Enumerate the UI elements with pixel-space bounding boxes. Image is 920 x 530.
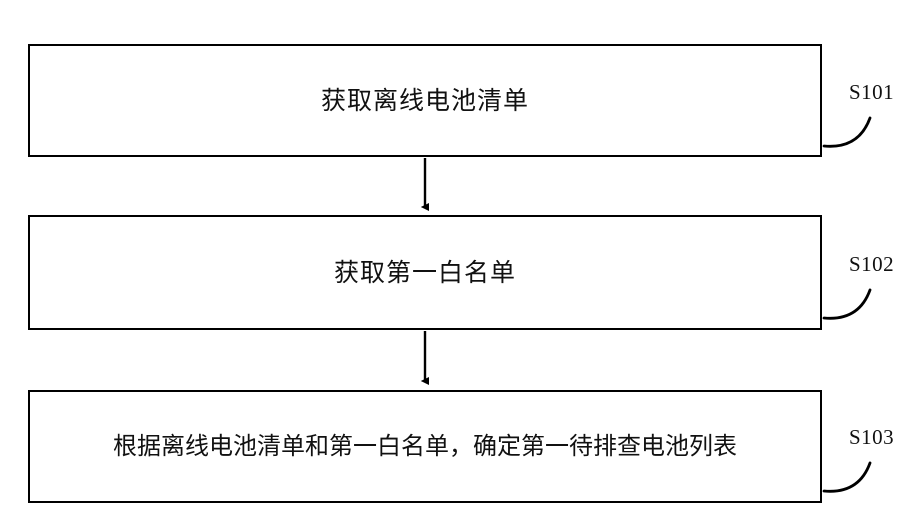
process-box-s101[interactable]: 获取离线电池清单 bbox=[28, 44, 822, 157]
process-box-s103-label: 根据离线电池清单和第一白名单，确定第一待排查电池列表 bbox=[113, 432, 737, 461]
step-tag-s101: S101 bbox=[849, 80, 895, 104]
leader-line-s103 bbox=[822, 461, 872, 493]
step-tag-s103: S103 bbox=[849, 425, 895, 449]
process-box-s101-label: 获取离线电池清单 bbox=[320, 85, 529, 115]
leader-line-s102 bbox=[822, 288, 872, 320]
process-box-s103[interactable]: 根据离线电池清单和第一白名单，确定第一待排查电池列表 bbox=[28, 390, 822, 503]
process-box-s102-label: 获取第一白名单 bbox=[333, 257, 516, 287]
process-box-s102[interactable]: 获取第一白名单 bbox=[28, 215, 822, 330]
step-tag-s102: S102 bbox=[849, 252, 895, 276]
leader-line-s101 bbox=[822, 116, 872, 148]
